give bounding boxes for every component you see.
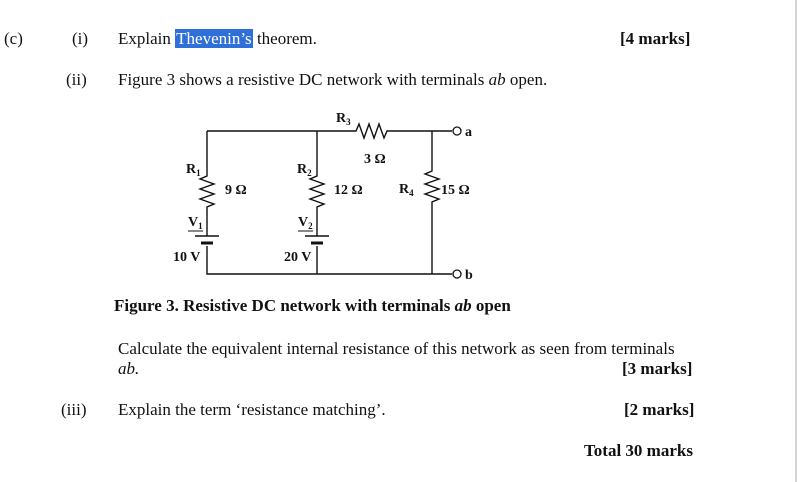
question-line-2: ab. [118, 359, 140, 378]
item-ii-text: Figure 3 shows a resistive DC network wi… [118, 70, 547, 90]
selected-text-highlight[interactable]: Thevenin’s [175, 29, 253, 48]
item-iii-text: Explain the term ‘resistance matching’. [118, 400, 386, 419]
item-i-text-after: theorem. [252, 29, 317, 48]
item-ii-number: (ii) [66, 70, 87, 89]
figure-caption: Figure 3. Resistive DC network with term… [114, 296, 511, 316]
r4-value: 15 Ω [441, 183, 470, 198]
r3-resistor [207, 121, 452, 141]
r1-label: R1 [186, 162, 201, 178]
r3-label: R3 [336, 111, 351, 127]
r4-label: R4 [399, 182, 414, 198]
item-ii-text-prefix: Figure 3 shows a resistive DC network wi… [118, 70, 489, 89]
v1-label: V1 [188, 215, 203, 231]
terminal-b-node [452, 269, 462, 279]
figure-caption-prefix: Figure 3. Resistive DC network with term… [114, 296, 455, 315]
part-label: (c) [4, 29, 23, 48]
v2-battery [305, 235, 329, 245]
item-i-number: (i) [72, 29, 89, 48]
v1-value: 10 V [173, 250, 200, 265]
bottom-wire [206, 246, 452, 275]
r2-label: R2 [297, 162, 312, 178]
r2-value: 12 Ω [334, 183, 363, 198]
terminal-b-label: b [465, 268, 473, 283]
terminal-a-node [452, 126, 462, 136]
item-iii-number: (iii) [61, 400, 87, 419]
figure-caption-italic: ab [454, 296, 472, 315]
terminal-a-label: a [465, 125, 472, 140]
r2-resistor [307, 131, 327, 236]
v1-battery [195, 235, 219, 245]
question-line-1: Calculate the equivalent internal resist… [118, 339, 675, 358]
item-iii-marks: [2 marks] [624, 400, 695, 419]
item-ii-text-suffix: open. [505, 70, 548, 89]
r4-resistor [422, 131, 442, 274]
page-edge [795, 0, 797, 482]
circuit-wires [197, 121, 452, 275]
question-marks: [3 marks] [622, 359, 693, 378]
v2-label: V2 [298, 215, 313, 231]
r1-value: 9 Ω [225, 183, 247, 198]
r1-resistor [197, 131, 217, 236]
total-marks: Total 30 marks [584, 441, 693, 460]
item-ii-text-italic: ab [488, 70, 506, 89]
item-i-text-before: Explain [118, 29, 176, 48]
r3-value: 3 Ω [364, 152, 386, 167]
v2-value: 20 V [284, 250, 311, 265]
item-i-marks: [4 marks] [620, 29, 691, 48]
item-i-text: Explain Thevenin’s theorem. [118, 29, 317, 49]
figure-caption-suffix: open [471, 296, 511, 315]
